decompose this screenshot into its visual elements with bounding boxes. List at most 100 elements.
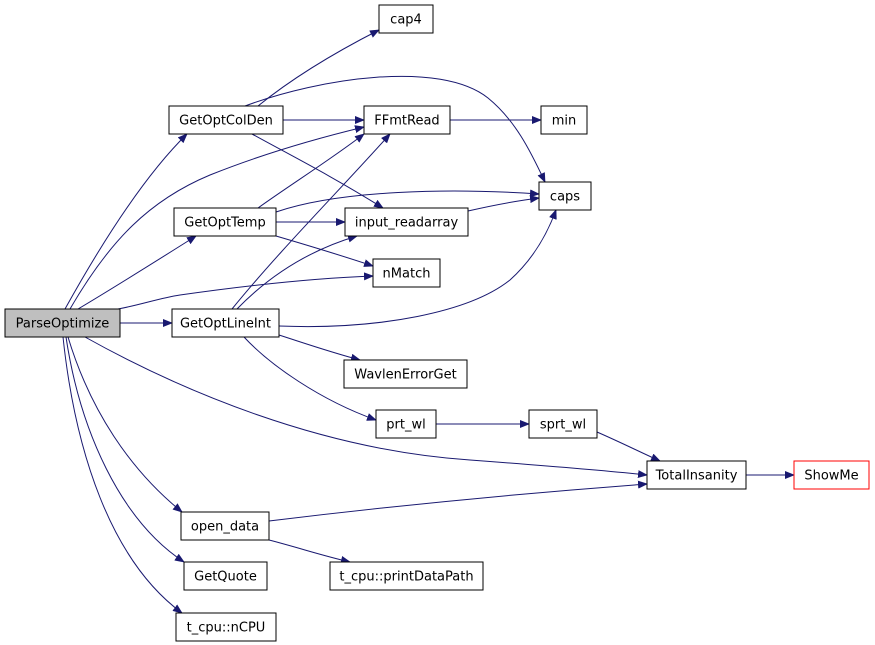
edge-path [64,133,188,310]
node-box [344,207,469,237]
node-FFmtRead[interactable]: FFmtRead [363,105,451,135]
edge-open_data-to-printDataPath [268,539,351,564]
node-label: WavlenErrorGet [354,368,456,383]
edge-ParseOptimize-to-nMatch [117,272,374,310]
node-nMatch[interactable]: nMatch [372,258,441,288]
edge-path [257,133,365,209]
node-box [372,258,441,288]
node-box [528,409,598,439]
node-GetOptTemp[interactable]: GetOptTemp [173,207,277,237]
node-box [175,612,277,642]
node-GetQuote[interactable]: GetQuote [183,561,268,591]
node-GetOptColDen[interactable]: GetOptColDen [168,105,284,135]
node-label: ParseOptimize [16,317,110,332]
node-WavlenErrorGet[interactable]: WavlenErrorGet [343,359,468,389]
node-GetOptLineInt[interactable]: GetOptLineInt [171,308,280,338]
node-label: cap4 [390,13,422,28]
edge-path [231,133,391,310]
edge-path [117,272,374,310]
node-box [375,409,437,439]
edge-ParseOptimize-to-GetOptColDen [64,133,188,310]
node-label: GetOptTemp [184,216,265,231]
edge-path [243,336,377,421]
edge-ParseOptimize-to-GetQuote [65,336,185,563]
node-box [378,4,434,34]
node-prt_wl[interactable]: prt_wl [375,409,437,439]
node-label: prt_wl [386,418,425,433]
node-label: open_data [191,520,259,535]
node-min[interactable]: min [540,105,588,135]
edge-ParseOptimize-to-open_data [67,336,183,513]
node-label: min [552,114,577,129]
edge-GetOptTemp-to-caps [275,189,540,213]
edge-ParseOptimize-to-nCPU [62,336,183,614]
node-label: GetQuote [194,570,257,585]
edge-GetOptTemp-to-FFmtRead [257,133,365,209]
node-box [180,511,270,541]
node-label: t_cpu::printDataPath [339,570,473,585]
node-label: caps [550,190,580,205]
edge-GetOptLineInt-to-FFmtRead [231,133,391,310]
node-box [363,105,451,135]
node-box [343,359,468,389]
edge-GetOptLineInt-to-caps [278,209,557,327]
edge-path [62,336,183,614]
edge-path [244,75,546,183]
node-label: GetOptColDen [179,114,273,129]
edge-path [467,195,540,212]
edge-path [84,336,648,479]
node-input_readarray[interactable]: input_readarray [344,207,469,237]
edge-path [65,336,185,563]
node-box [793,460,870,490]
node-box [171,308,280,338]
node-box [329,561,484,591]
node-box [646,460,747,490]
edge-sprt_wl-to-TotalInsanity [596,431,661,462]
edge-GetOptColDen-to-input_readarray [251,133,384,209]
edge-GetOptLineInt-to-input_readarray [236,234,358,310]
edge-path [275,235,374,267]
edge-GetOptColDen-to-cap4 [257,29,380,107]
node-label: input_readarray [355,216,459,231]
edge-path [77,235,197,310]
edge-path [251,133,384,209]
node-ParseOptimize[interactable]: ParseOptimize [4,308,121,338]
node-ShowMe[interactable]: ShowMe [793,460,870,490]
edge-ParseOptimize-to-FFmtRead [69,125,365,310]
node-printDataPath[interactable]: t_cpu::printDataPath [329,561,484,591]
node-label: ShowMe [804,469,858,484]
edge-path [596,431,661,462]
node-label: t_cpu::nCPU [187,621,266,636]
node-cap4[interactable]: cap4 [378,4,434,34]
edge-GetOptLineInt-to-prt_wl [243,336,377,421]
edge-GetOptTemp-to-nMatch [275,235,374,267]
node-box [540,105,588,135]
edge-path [69,125,365,310]
edge-path [236,234,358,310]
node-open_data[interactable]: open_data [180,511,270,541]
node-label: nMatch [383,267,431,282]
edge-GetOptColDen-to-caps [244,75,546,183]
node-label: TotalInsanity [655,469,738,484]
edge-GetOptLineInt-to-WavlenErrorGet [278,334,361,362]
node-TotalInsanity[interactable]: TotalInsanity [646,460,747,490]
edge-path [257,29,380,107]
edge-path [268,480,648,522]
node-box [183,561,268,591]
node-box [4,308,121,338]
node-box [538,181,592,211]
edge-open_data-to-TotalInsanity [268,480,648,522]
edge-path [268,539,351,564]
node-nCPU[interactable]: t_cpu::nCPU [175,612,277,642]
node-caps[interactable]: caps [538,181,592,211]
node-box [168,105,284,135]
node-sprt_wl[interactable]: sprt_wl [528,409,598,439]
edge-path [67,336,183,513]
node-label: FFmtRead [374,114,439,129]
edge-layer [62,29,795,614]
node-label: sprt_wl [540,418,586,433]
edge-input_readarray-to-caps [467,195,540,212]
edge-path [275,189,540,213]
